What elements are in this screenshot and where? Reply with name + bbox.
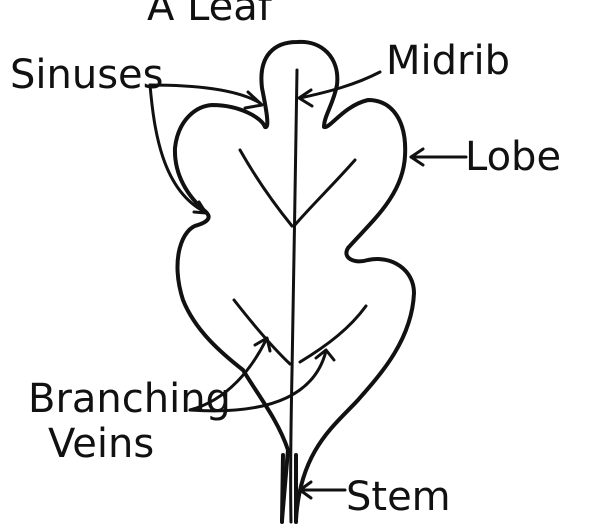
lobe-label: Lobe — [465, 134, 561, 180]
vein-lower-right — [300, 306, 366, 362]
vein-lower-left — [234, 300, 290, 364]
sinuses-arrow-top — [150, 85, 260, 103]
midrib-label: Midrib — [386, 38, 510, 84]
vein-upper-right — [294, 160, 355, 226]
title-fragment: A Leaf — [147, 0, 273, 30]
sinuses-arrow-bottom — [150, 85, 205, 212]
sinuses-label: Sinuses — [10, 52, 164, 98]
stem-label: Stem — [346, 474, 451, 520]
midrib-arrow — [300, 72, 380, 98]
stem-line — [282, 455, 296, 522]
veins-label: Veins — [48, 421, 154, 467]
vein-upper-left — [240, 150, 292, 226]
branching-label: Branching — [28, 376, 231, 422]
